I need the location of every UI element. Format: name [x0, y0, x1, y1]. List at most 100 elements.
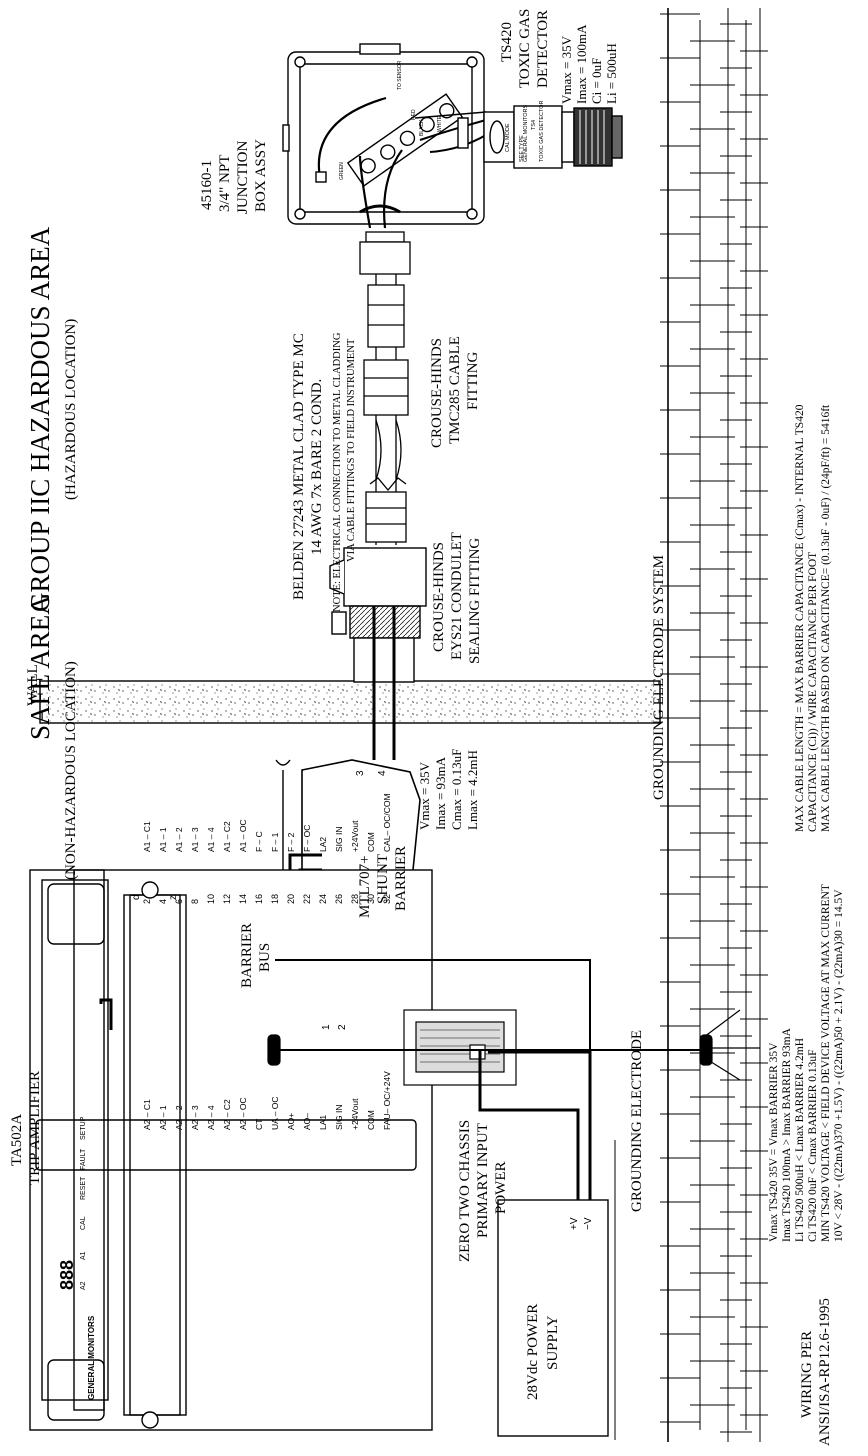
hazardous-area-title: GROUP IIC HAZARDOUS AREA [25, 226, 55, 612]
power-supply-line1: 28Vdc POWER [525, 1303, 541, 1400]
power-supply [497, 1199, 609, 1437]
terminal-right-16: CAL– OC/COM [382, 793, 392, 852]
conduit-line3: SEALING FITTING [467, 537, 483, 664]
terminal-left-7: A2 – OC [238, 1097, 248, 1130]
ta502a-panel [29, 869, 433, 1431]
terminal-left-2: A2 – 1 [158, 1105, 168, 1130]
wall [39, 680, 661, 724]
pin-number-5: 10 [206, 893, 216, 904]
pin-number-8: 16 [254, 893, 264, 904]
barrier-spec-1: Vmax = 35V [417, 762, 432, 830]
chassis-line2: PRIMARY INPUT [475, 1123, 491, 1238]
detector-body-label-2: TS4 [531, 119, 537, 130]
trip-amp-desc: TRIP AMPLIFIER [27, 1070, 43, 1185]
pin-number-10: 20 [286, 893, 296, 904]
cable-line1: BELDEN 27243 METAL CLAD TYPE MC [291, 333, 307, 600]
entity-param-2: Imax TS420 100mA > Imax BARRIER 93mA [781, 1028, 793, 1242]
terminal-right-5: A1 – 4 [206, 827, 216, 852]
hazardous-area-subtitle: (HAZARDOUS LOCATION) [63, 318, 79, 500]
terminal-right-15: COM [366, 832, 376, 852]
wire-number-1: 1 [321, 1024, 332, 1030]
front-label-a2: A2 [80, 1281, 87, 1290]
pin-number-11: 22 [302, 893, 312, 904]
barrier-bus-line2: BUS [257, 942, 273, 972]
jbox-line4: BOX ASSY [253, 139, 269, 212]
chassis-line1: ZERO TWO CHASSIS [457, 1119, 473, 1262]
barrier-bus-line1: BARRIER [239, 922, 255, 988]
detector-line3: DETECTOR [535, 9, 551, 88]
terminal-left-9: UA – OC [270, 1096, 280, 1130]
terminal-right-3: A1 – 2 [174, 827, 184, 852]
front-label-fault: FAULT [80, 1148, 87, 1170]
terminal-left-11: AO– [302, 1112, 312, 1130]
terminal-right-4: A1 – 3 [190, 827, 200, 852]
terminal-right-13: SIG IN [334, 826, 344, 852]
entity-param-3: Li TS420 500uH < Lmax BARRIER 4.2mH [794, 1037, 806, 1242]
cable-calc-line-3: MAX CABLE LENGTH BASED ON CAPACITANCE= (… [820, 404, 832, 832]
terminal-left-10: AO+ [286, 1112, 296, 1130]
jbox-inner-label-3: BLACK [419, 119, 425, 136]
pin-number-7: 14 [238, 893, 248, 904]
entity-param-4: Ci TS420 0uF < Cmax BARRIER 0.13uF [807, 1049, 819, 1242]
detector-spec-1: Vmax = 35V [559, 36, 574, 104]
front-label-a1: A1 [80, 1251, 87, 1260]
mc-cable [359, 231, 411, 545]
power-plus: +V [569, 1217, 580, 1230]
jbox-inner-label-1: TO SENSOR [397, 60, 403, 90]
fitting-line1: CROUSE-HINDS [429, 337, 445, 448]
entity-param-5: MIN TS420 VOLTAGE < FIELD DEVICE VOLTAGE… [820, 884, 832, 1242]
connector-col-z: z [168, 895, 179, 900]
trip-amp-brand: GENERAL MONITORS [87, 1315, 96, 1400]
junction-box [282, 43, 487, 229]
pin-number-4: 8 [190, 898, 200, 904]
jbox-inner-label-2: RED [411, 109, 417, 120]
grounding-electrode [267, 1009, 760, 1081]
barrier-line3: BARRIER [393, 845, 409, 911]
terminal-right-9: F – 1 [270, 832, 280, 852]
power-supply-line2: SUPPLY [545, 1315, 561, 1370]
wall-label: WALL [25, 664, 41, 706]
grounding-electrode-grid [660, 8, 768, 1442]
fitting-line3: FITTING [465, 351, 481, 410]
ts420-detector [483, 105, 623, 169]
conduit-line1: CROUSE-HINDS [431, 541, 447, 652]
front-label-setup: SETUP [80, 1116, 87, 1140]
jbox-inner-label-5: GREEN [339, 162, 345, 180]
terminal-left-15: COM [366, 1110, 376, 1130]
jbox-line3: JUNCTION [235, 140, 251, 214]
wire-number-2: 2 [337, 1024, 348, 1030]
barrier-line2: SHUNT [375, 853, 391, 904]
front-label-cal: CAL [80, 1216, 87, 1230]
terminal-left-16: FAU– OC/+24V [382, 1071, 392, 1130]
terminal-right-8: F – C [254, 831, 264, 852]
terminal-left-3: A2 – 2 [174, 1105, 184, 1130]
terminal-right-2: A1 – 1 [158, 827, 168, 852]
pin-number-9: 18 [270, 893, 280, 904]
trip-amp-display: 888 [57, 1259, 77, 1290]
barrier-line1: MTL707+ [357, 855, 373, 918]
pin-number-13: 26 [334, 893, 344, 904]
entity-param-6: 10V < 28V - ((22mA)370 +1.5V) - ((22mA)5… [833, 889, 845, 1242]
terminal-left-14: +24Vout [350, 1098, 360, 1130]
terminal-right-7: A1 – OC [238, 819, 248, 852]
terminal-right-6: A1 – C2 [222, 821, 232, 852]
terminal-left-8: CT [254, 1118, 264, 1130]
zero-two-chassis [403, 1009, 517, 1086]
detector-spec-2: Imax = 100mA [574, 24, 589, 104]
cable-note2: VIA CABLE FITTINGS TO FIELD INSTRUMENT [346, 338, 357, 562]
barrier-spec-4: Lmax = 4.2mH [465, 750, 480, 830]
pin-number-1: 2 [142, 898, 152, 904]
cable-line2: 14 AWG 7x BARE 2 COND. [309, 378, 325, 555]
detector-line2: TOXIC GAS [517, 8, 533, 88]
wire-number-3: 3 [355, 770, 366, 776]
terminal-left-5: A2 – 4 [206, 1105, 216, 1130]
front-label-reset: RESET [80, 1176, 87, 1200]
trip-amp-name: TA502A [9, 1113, 25, 1166]
jbox-line2: 3/4" NPT [217, 154, 233, 212]
safe-area-subtitle: (NON-HAZARDOUS LOCATION) [63, 661, 79, 880]
entity-param-1: Vmax TS420 35V = Vmax BARRIER 35V [768, 1042, 780, 1242]
pin-number-12: 24 [318, 893, 328, 904]
conduit-line2: EYS21 CONDULET [449, 532, 465, 660]
